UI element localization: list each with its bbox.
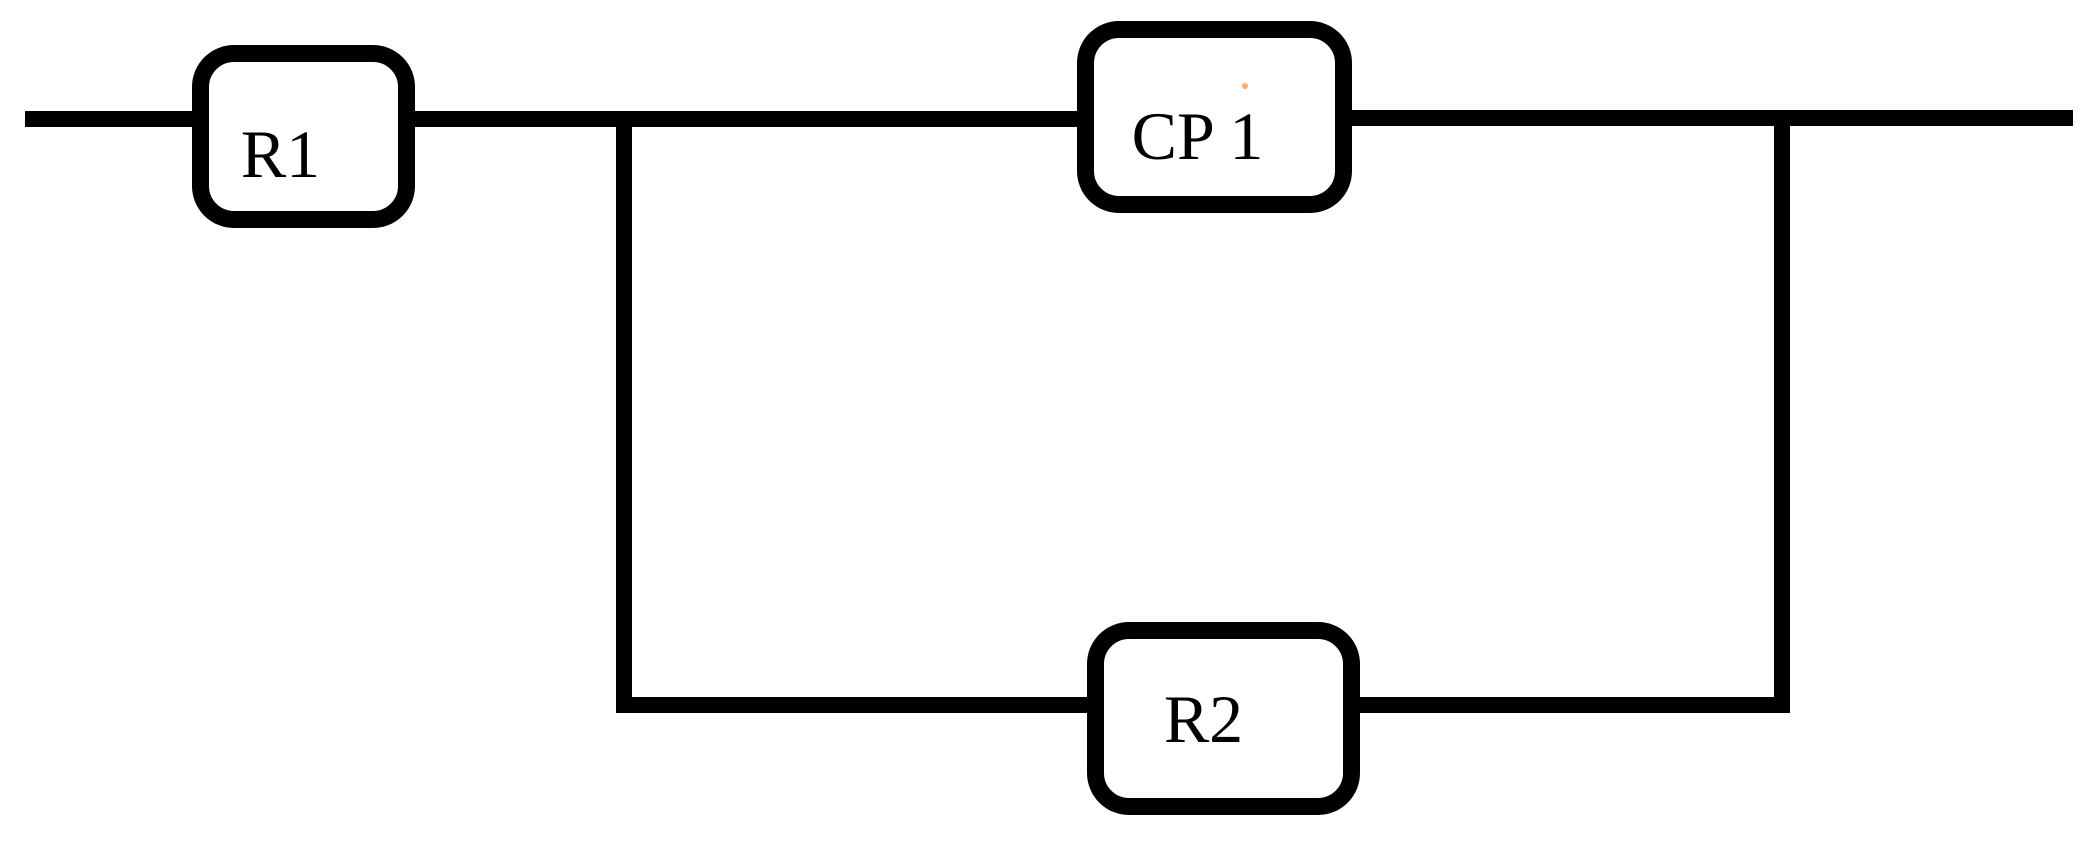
orange-artifact-dot	[1242, 83, 1248, 89]
component-cp1-box: CP 1	[1077, 21, 1352, 213]
wire-branch-node-to-r2	[616, 697, 1087, 713]
wire-r1-to-branch-node	[415, 111, 1077, 127]
input-terminal-wire	[25, 111, 193, 127]
wire-r2-to-branch-node	[1360, 697, 1790, 713]
component-r1-resistor-box: R1	[192, 45, 415, 228]
component-r2-label: R2	[1163, 680, 1244, 757]
component-cp1-label: CP 1	[1131, 98, 1264, 174]
wire-cp1-to-output-terminal	[1352, 110, 2073, 126]
parallel-branch-left-vertical-wire	[616, 111, 632, 713]
component-r1-label: R1	[240, 115, 321, 192]
component-r2-resistor-box: R2	[1087, 622, 1360, 815]
parallel-branch-right-vertical-wire	[1774, 110, 1790, 713]
